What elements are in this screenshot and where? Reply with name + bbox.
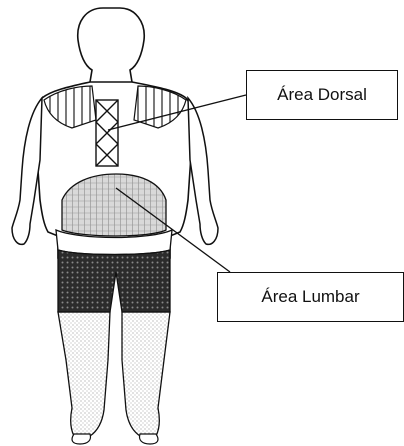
shorts: [58, 250, 170, 312]
dorsal-lacing: [96, 100, 118, 166]
dorsal-area-label: Área Dorsal: [246, 70, 398, 120]
lumbar-area: [62, 174, 166, 236]
leg-left: [58, 312, 110, 436]
arm-left: [12, 98, 42, 244]
lumbar-area-label: Área Lumbar: [217, 272, 404, 322]
head: [78, 8, 144, 85]
foot-right: [139, 434, 158, 444]
leg-right: [122, 312, 170, 436]
arm-right: [188, 98, 218, 244]
foot-left: [72, 434, 91, 444]
